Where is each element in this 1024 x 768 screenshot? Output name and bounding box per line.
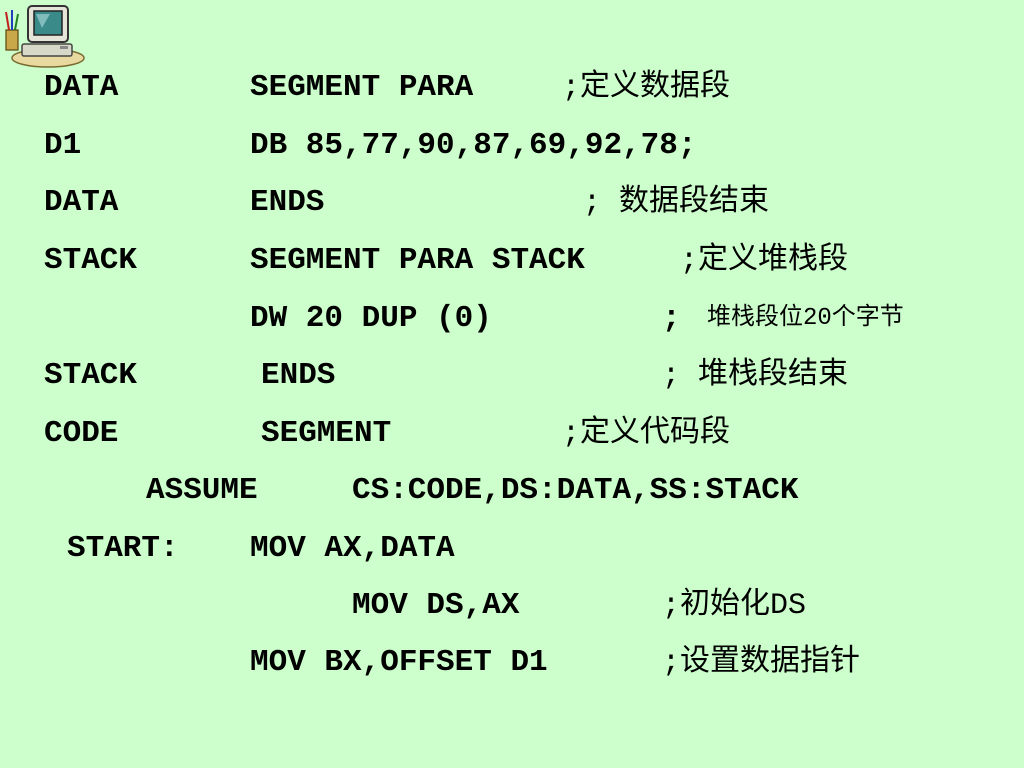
code-line: CODE SEGMENT ;定义代码段 <box>0 412 1024 456</box>
code-operation: MOV DS,AX <box>352 588 520 623</box>
code-operation: ENDS <box>261 358 336 393</box>
code-line: DW 20 DUP (0) ; 堆栈段位20个字节 <box>0 297 1024 341</box>
code-line: DATA SEGMENT PARA ;定义数据段 <box>0 66 1024 110</box>
code-comment: ;定义代码段 <box>562 417 731 451</box>
code-comment: ;定义堆栈段 <box>680 244 849 278</box>
code-line: MOV DS,AX ;初始化DS <box>0 584 1024 628</box>
code-comment: ; 数据段结束 <box>583 186 770 220</box>
code-line: MOV BX,OFFSET D1 ;设置数据指针 <box>0 641 1024 685</box>
code-operation: DW 20 DUP (0) <box>250 301 492 336</box>
code-label: STACK <box>44 358 138 393</box>
code-line: START: MOV AX,DATA <box>0 527 1024 571</box>
code-line: D1 DB 85,77,90,87,69,92,78; <box>0 124 1024 168</box>
comment-semicolon: ; <box>662 301 681 336</box>
code-line: STACK ENDS ; 堆栈段结束 <box>0 354 1024 398</box>
code-label: DATA <box>44 70 119 105</box>
code-label: D1 <box>44 128 82 163</box>
code-line: STACK SEGMENT PARA STACK ;定义堆栈段 <box>0 239 1024 283</box>
code-line: DATA ENDS ; 数据段结束 <box>0 181 1024 225</box>
code-operation: MOV BX,OFFSET D1 <box>250 645 548 680</box>
code-operation: SEGMENT PARA <box>250 70 474 105</box>
code-operation: MOV AX,DATA <box>250 531 455 566</box>
code-label: ASSUME <box>146 473 258 508</box>
code-operation: ENDS <box>250 185 325 220</box>
code-comment: 堆栈段位20个字节 <box>707 305 904 332</box>
code-operation: SEGMENT PARA STACK <box>250 243 585 278</box>
code-operation: DB 85,77,90,87,69,92,78; <box>250 128 697 163</box>
code-label: STACK <box>44 243 138 278</box>
code-comment: ; 堆栈段结束 <box>662 359 849 393</box>
code-comment: ;初始化DS <box>662 589 807 623</box>
code-comment: ;定义数据段 <box>562 71 731 105</box>
code-operation: SEGMENT <box>261 416 392 451</box>
code-label: CODE <box>44 416 119 451</box>
code-operation: CS:CODE,DS:DATA,SS:STACK <box>352 473 799 508</box>
code-line: ASSUME CS:CODE,DS:DATA,SS:STACK <box>0 469 1024 513</box>
computer-icon <box>5 5 85 68</box>
code-comment: ;设置数据指针 <box>662 646 861 680</box>
code-label: DATA <box>44 185 119 220</box>
code-label: START: <box>67 531 179 566</box>
